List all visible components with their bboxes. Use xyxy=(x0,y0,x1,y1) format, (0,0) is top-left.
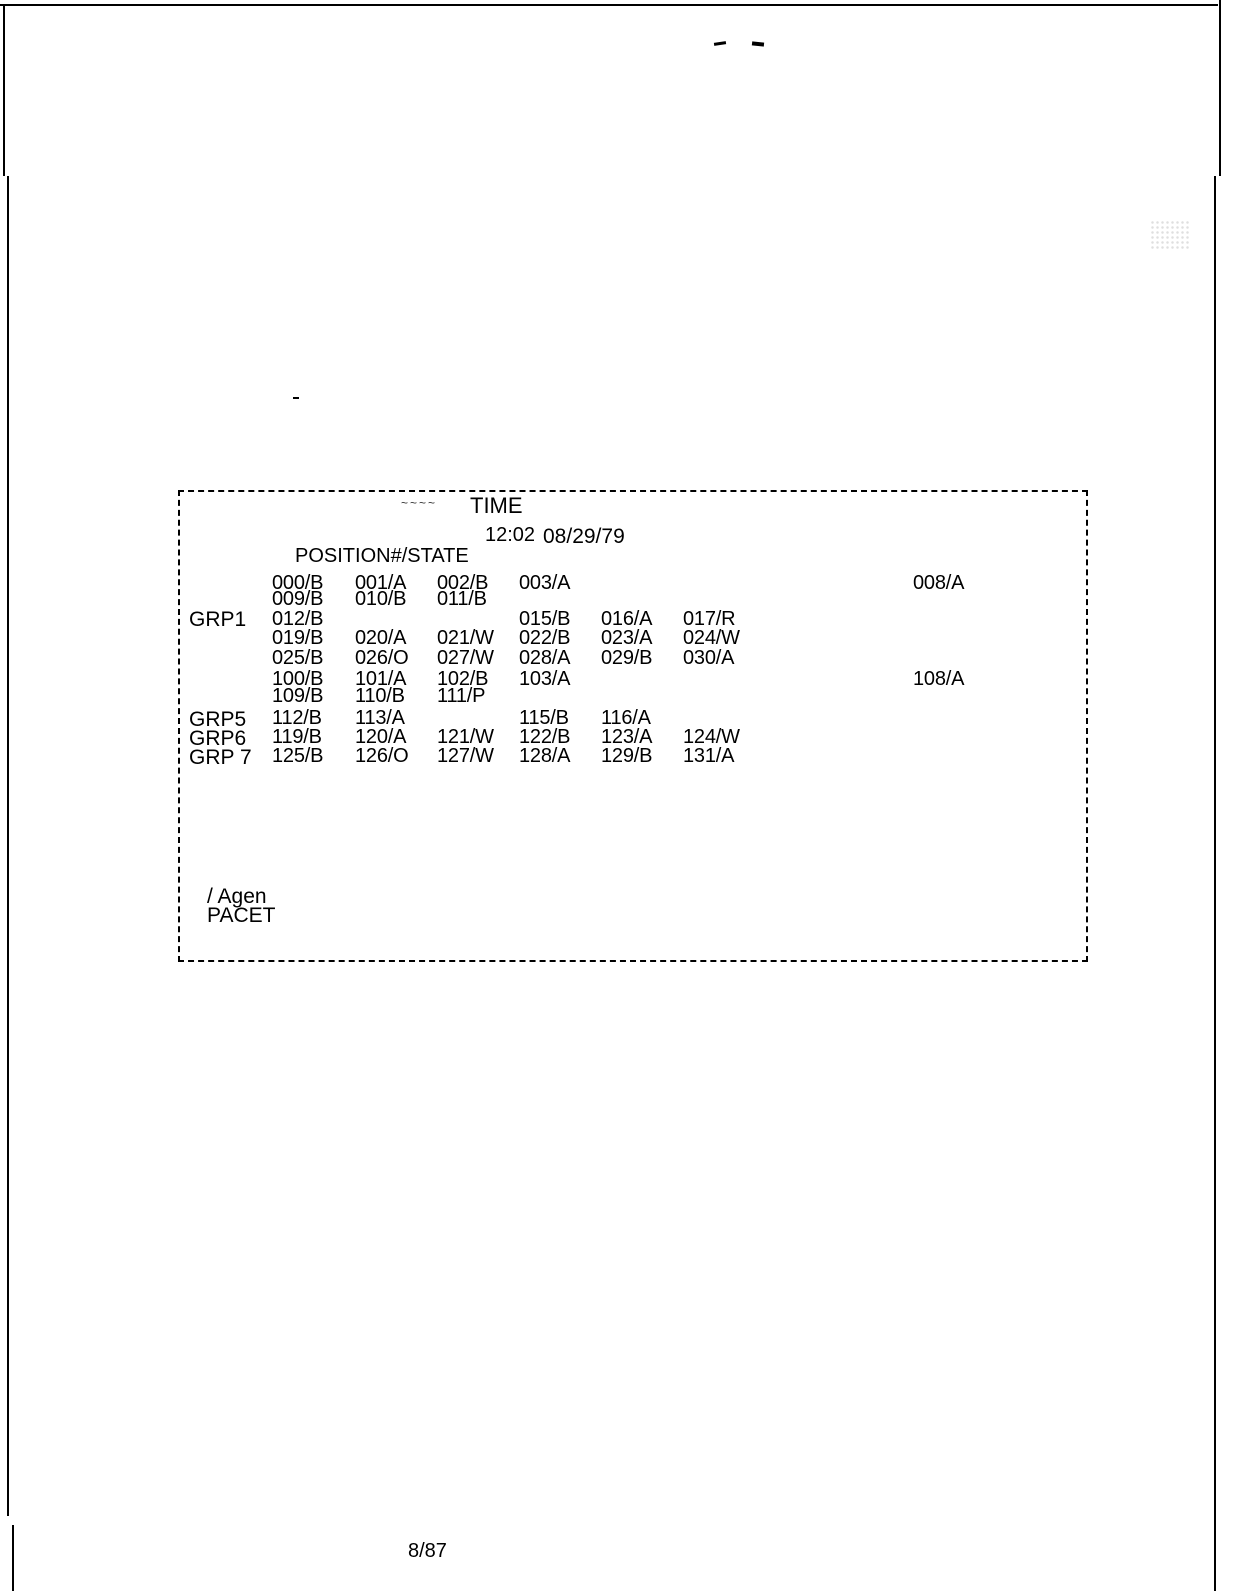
position-cell: 024/W xyxy=(683,627,740,649)
group-label-grp6: GRP6 xyxy=(189,727,247,750)
screen-frame xyxy=(178,490,1088,962)
position-cell: 125/B xyxy=(272,745,324,767)
position-cell: 121/W xyxy=(437,726,494,748)
position-cell: 120/A xyxy=(355,726,407,748)
footer-agent-label: / Agen xyxy=(207,885,267,908)
position-cell: 001/A xyxy=(355,572,407,594)
page-edge-left xyxy=(3,6,5,176)
position-cell: 129/B xyxy=(601,745,653,767)
position-cell: 103/A xyxy=(519,668,571,690)
scan-speck xyxy=(293,397,299,399)
footer-pacet-label: PACET xyxy=(207,904,276,927)
page-number: 8/87 xyxy=(408,1540,447,1562)
position-cell: 119/B xyxy=(272,726,322,748)
page-edge-left xyxy=(7,176,9,1516)
screen-clock: 12:02 xyxy=(485,524,536,546)
position-cell: 126/O xyxy=(355,745,409,767)
position-cell: 023/A xyxy=(601,627,653,649)
column-header: POSITION#/STATE xyxy=(295,545,469,567)
screen-date: 08/29/79 xyxy=(543,525,625,548)
position-cell: 002/B xyxy=(437,572,489,594)
position-cell: 111/P xyxy=(437,685,486,707)
position-cell: 115/B xyxy=(519,707,569,729)
page-edge-left xyxy=(12,1525,14,1591)
position-cell: 029/B xyxy=(601,647,653,669)
position-cell: 019/B xyxy=(272,627,324,649)
position-cell: 017/R xyxy=(683,608,736,630)
position-cell: 028/A xyxy=(519,647,571,669)
page-edge-right xyxy=(1219,0,1221,176)
position-cell: 011/B xyxy=(437,588,487,610)
position-cell: 008/A xyxy=(913,572,965,594)
position-cell: 021/W xyxy=(437,627,494,649)
position-cell: 102/B xyxy=(437,668,489,690)
position-cell: 000/B xyxy=(272,572,324,594)
position-cell: 016/A xyxy=(601,608,653,630)
position-cell: 131/A xyxy=(683,745,735,767)
position-cell: 122/B xyxy=(519,726,571,748)
page-edge-top xyxy=(0,4,1218,6)
position-cell: 025/B xyxy=(272,647,324,669)
position-cell: 022/B xyxy=(519,627,571,649)
position-cell: 110/B xyxy=(355,685,405,707)
position-cell: 010/B xyxy=(355,588,407,610)
position-cell: 108/A xyxy=(913,668,965,690)
title-residue: ~~~~ xyxy=(401,496,438,510)
scan-speck xyxy=(751,41,765,47)
group-label-grp5: GRP5 xyxy=(189,708,247,731)
position-cell: 030/A xyxy=(683,647,735,669)
position-cell: 113/A xyxy=(355,707,405,729)
scan-noise xyxy=(1150,220,1190,250)
position-cell: 003/A xyxy=(519,572,571,594)
position-cell: 127/W xyxy=(437,745,494,767)
group-label-grp7: GRP 7 xyxy=(189,746,252,769)
position-cell: 128/A xyxy=(519,745,571,767)
position-cell: 009/B xyxy=(272,588,324,610)
position-cell: 109/B xyxy=(272,685,324,707)
screen-title: TIME xyxy=(470,493,523,518)
position-cell: 123/A xyxy=(601,726,653,748)
group-label-grp1: GRP1 xyxy=(189,608,247,631)
position-cell: 116/A xyxy=(601,707,651,729)
position-cell: 026/O xyxy=(355,647,409,669)
position-cell: 012/B xyxy=(272,608,324,630)
position-cell: 124/W xyxy=(683,726,740,748)
position-cell: 100/B xyxy=(272,668,324,690)
position-cell: 027/W xyxy=(437,647,494,669)
scan-speck xyxy=(713,41,727,46)
position-cell: 101/A xyxy=(355,668,407,690)
page-edge-right xyxy=(1214,176,1216,1591)
position-cell: 020/A xyxy=(355,627,407,649)
position-cell: 015/B xyxy=(519,608,571,630)
position-cell: 112/B xyxy=(272,707,322,729)
